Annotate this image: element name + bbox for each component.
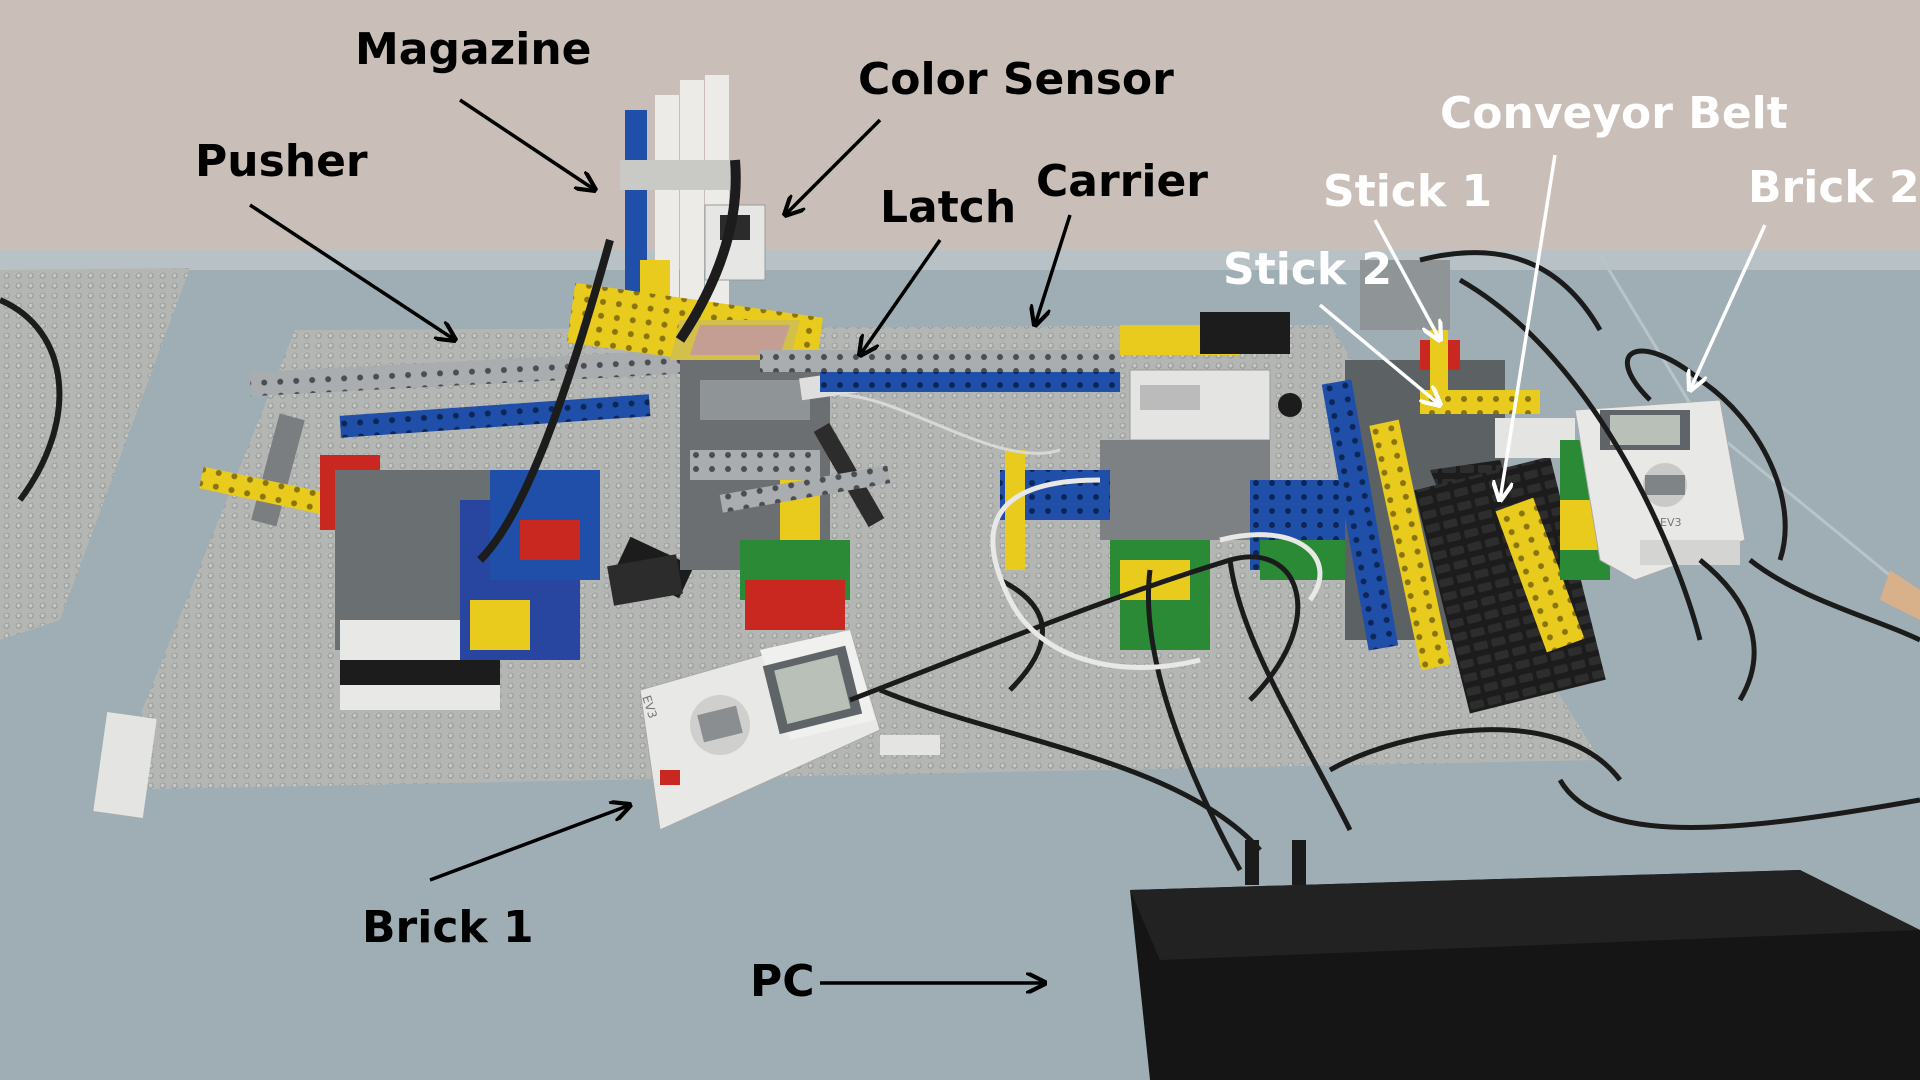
label-stick-2: Stick 2 xyxy=(1223,244,1393,295)
conveyor-assembly xyxy=(1321,260,1610,714)
label-carrier: Carrier xyxy=(1036,156,1209,207)
label-color-sensor: Color Sensor xyxy=(858,54,1174,105)
stick-1-arrow xyxy=(1373,219,1440,340)
magazine-arrow xyxy=(459,98,595,190)
label-pc: PC xyxy=(750,956,815,1007)
pusher-arrow xyxy=(249,203,455,340)
brick-1-ev3-marking: EV3 xyxy=(639,694,660,721)
label-stick-1: Stick 1 xyxy=(1323,166,1493,217)
wall xyxy=(0,0,1920,280)
color-sensor xyxy=(675,159,766,343)
brick-2-arrow xyxy=(1690,224,1767,390)
label-brick-1: Brick 1 xyxy=(362,902,534,953)
carrier-arrow xyxy=(1035,214,1072,325)
label-conveyor-belt: Conveyor Belt xyxy=(1440,88,1788,139)
carrier-rail xyxy=(760,312,1302,441)
brick-2-ev3-marking: EV3 xyxy=(1660,516,1681,529)
ev3-brick-2: EV3 xyxy=(1574,399,1746,581)
latch-arrow xyxy=(860,239,942,355)
brick-1-arrow xyxy=(429,805,630,882)
label-brick-2: Brick 2 xyxy=(1748,162,1920,213)
left-baseplate xyxy=(0,268,190,640)
pc xyxy=(1130,840,1920,1080)
callout-arrows xyxy=(249,98,1767,983)
label-pusher: Pusher xyxy=(195,136,368,187)
label-magazine: Magazine xyxy=(355,24,592,75)
label-latch: Latch xyxy=(880,182,1017,233)
ev3-brick-1: EV3 xyxy=(639,629,881,831)
color-sensor-arrow xyxy=(785,118,882,215)
conveyor-belt-arrow xyxy=(1500,154,1557,500)
stick-2-arrow xyxy=(1318,303,1440,405)
